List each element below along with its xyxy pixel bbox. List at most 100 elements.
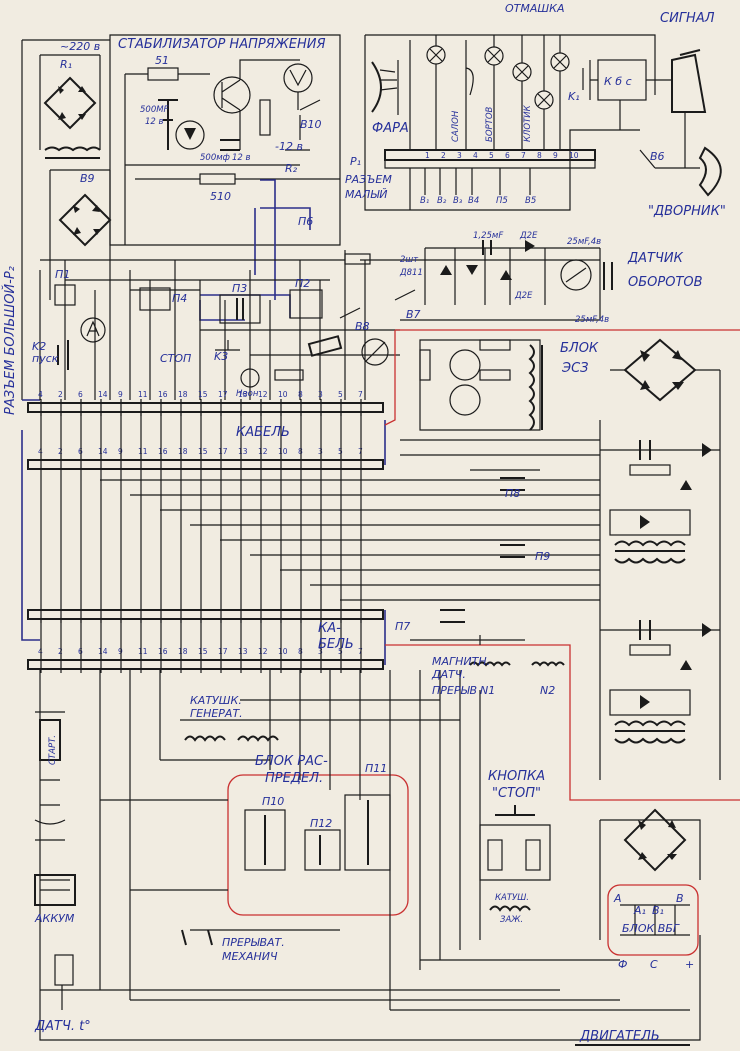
red-frame-vbg — [607, 884, 699, 956]
pin-label: 14 — [98, 647, 108, 656]
pin-label: 14 — [98, 390, 108, 399]
label-magnit-2: ДАТЧ. — [431, 668, 466, 681]
label-p8: П8 — [505, 487, 520, 500]
small-pin-label: 5 — [489, 151, 494, 160]
horizontal-bus-lower — [40, 699, 701, 1011]
button-k2 — [57, 340, 69, 370]
thermometer-icon — [361, 338, 389, 366]
label-stop-button-1: КНОПКА — [488, 769, 545, 784]
resistor-stab — [259, 99, 271, 136]
small-pin-label: 4 — [473, 151, 478, 160]
label-12v-b: 12 в — [232, 153, 251, 163]
transistor-leads — [221, 59, 300, 150]
vbg-block — [620, 904, 690, 936]
stage-diode — [702, 443, 712, 457]
label-kbs: К б с — [604, 75, 632, 88]
red-frame-magnetic — [385, 644, 740, 801]
pin-label: 2 — [58, 390, 63, 399]
relay-wiring-mid — [410, 469, 540, 645]
zener-diode-icon — [175, 120, 205, 150]
label-stop: СТОП — [160, 352, 191, 365]
relay-p12 — [304, 829, 341, 871]
label-d811: Д811 — [399, 268, 423, 278]
right-stages — [600, 440, 720, 744]
voltmeter-mark — [289, 69, 307, 110]
label-gen-coils-1: КАТУШК. — [190, 694, 242, 707]
pin-label: 5 — [338, 390, 343, 399]
label-b1: B₁ — [420, 196, 429, 206]
label-blok-vbg: БЛОК ВБГ — [622, 922, 680, 935]
bridge-rectifier-mid — [58, 193, 112, 247]
cable-wires — [40, 412, 600, 656]
small-connector-base — [384, 160, 596, 169]
small-pin-label: 9 — [553, 151, 558, 160]
stage-frame — [609, 689, 691, 716]
esz-transformer — [528, 344, 543, 431]
label-vbg-b1: B₁ — [652, 904, 664, 917]
ignition-coil-2 — [525, 839, 541, 871]
generator-coils — [184, 735, 279, 742]
pin-label: 17 — [218, 390, 228, 399]
stage-diode — [680, 660, 692, 670]
relay-p11 — [344, 794, 391, 871]
pin-label: 13 — [238, 647, 248, 656]
label-small-conn-2: МАЛЫЙ — [345, 188, 388, 201]
pin-label: 3 — [318, 390, 323, 399]
neon-lamp-icon — [240, 368, 260, 388]
label-p7: П7 — [395, 620, 410, 633]
label-headlight: ФАРА — [372, 121, 409, 136]
label-pusk: пуск — [32, 352, 59, 365]
pin-label: 11 — [138, 647, 148, 656]
label-p11: П11 — [365, 762, 387, 775]
label-rpm-sensor-1: ДАТЧИК — [627, 251, 684, 266]
label-engine: ДВИГАТЕЛЬ — [579, 1029, 660, 1044]
zener-diode-mark — [184, 128, 196, 140]
connector-strip — [27, 659, 384, 670]
pin-label: 4 — [38, 390, 43, 399]
label-vbg-a1: A₁ — [633, 904, 646, 917]
switches-b7-b8 — [339, 248, 601, 321]
label-p1-conn: P₁ — [350, 155, 361, 168]
battery-icon — [34, 874, 76, 906]
stage-transformer — [614, 720, 686, 744]
label-mech-breaker-1: ПРЕРЫВАТ. — [222, 936, 285, 949]
label-distributor-1: БЛОК РАС- — [255, 754, 328, 769]
pin-label: 10 — [278, 447, 288, 456]
label-temp-sensor: ДАТЧ. t° — [34, 1019, 91, 1034]
battery-cells — [40, 879, 70, 891]
small-pin-label: 2 — [441, 151, 446, 160]
label-blok-esz-1: БЛОК — [560, 341, 599, 356]
connector-strip — [27, 609, 384, 620]
label-vbg-c: C — [650, 958, 658, 971]
esz-frame — [419, 339, 541, 431]
label-k3: K3 — [214, 350, 228, 363]
right-bus — [599, 369, 721, 780]
label-220v: ~220 в — [60, 40, 100, 53]
label-b4: B4 — [468, 196, 479, 206]
label-vbg-f: Ф — [618, 958, 627, 971]
label-p9: П9 — [535, 550, 550, 563]
stage-resistor — [629, 464, 671, 476]
ammeter-icon — [80, 317, 106, 343]
tachometer-needle — [565, 267, 587, 283]
load-frame — [364, 34, 656, 211]
label-magnit-3: ПРЕРЫВ — [432, 684, 477, 697]
pin-label: 11 — [138, 447, 148, 456]
pin-label: 10 — [278, 390, 288, 399]
label-signal: СИГНАЛ — [660, 11, 715, 26]
label-n1: N1 — [480, 684, 495, 697]
label-rpm-sensor-2: ОБОРОТОВ — [628, 275, 703, 290]
blue-cable-left — [21, 399, 40, 641]
small-pin-label: 10 — [569, 151, 579, 160]
label-b3: B₃ — [453, 196, 463, 206]
relay-wiring — [582, 60, 672, 130]
label-p3: П3 — [232, 282, 247, 295]
label-k1: K₁ — [568, 90, 580, 103]
pin-label: 8 — [298, 390, 303, 399]
label-b5: B5 — [525, 196, 536, 206]
button-k3 — [215, 340, 240, 351]
horizontal-bus-upper — [40, 259, 400, 356]
label-r510: 510 — [210, 190, 231, 203]
